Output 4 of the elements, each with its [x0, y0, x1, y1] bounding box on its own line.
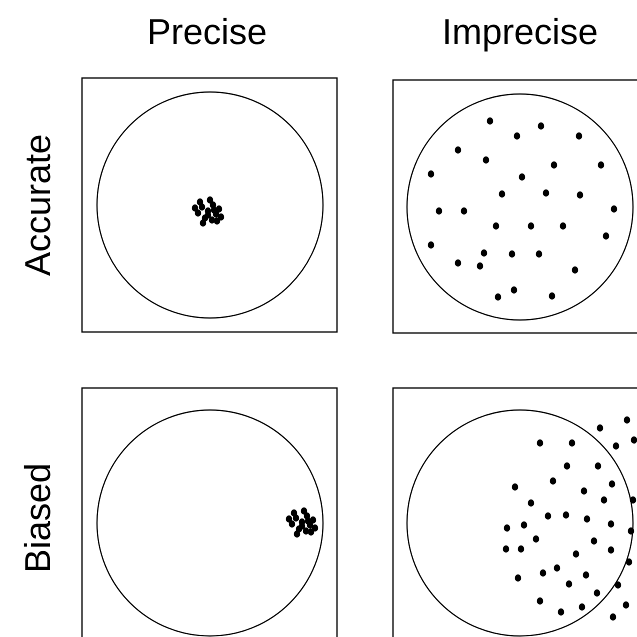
column-heading: Precise [147, 14, 268, 50]
row-heading: Accurate [20, 134, 56, 276]
row-heading: Biased [20, 462, 56, 574]
column-heading: Imprecise [442, 14, 598, 50]
